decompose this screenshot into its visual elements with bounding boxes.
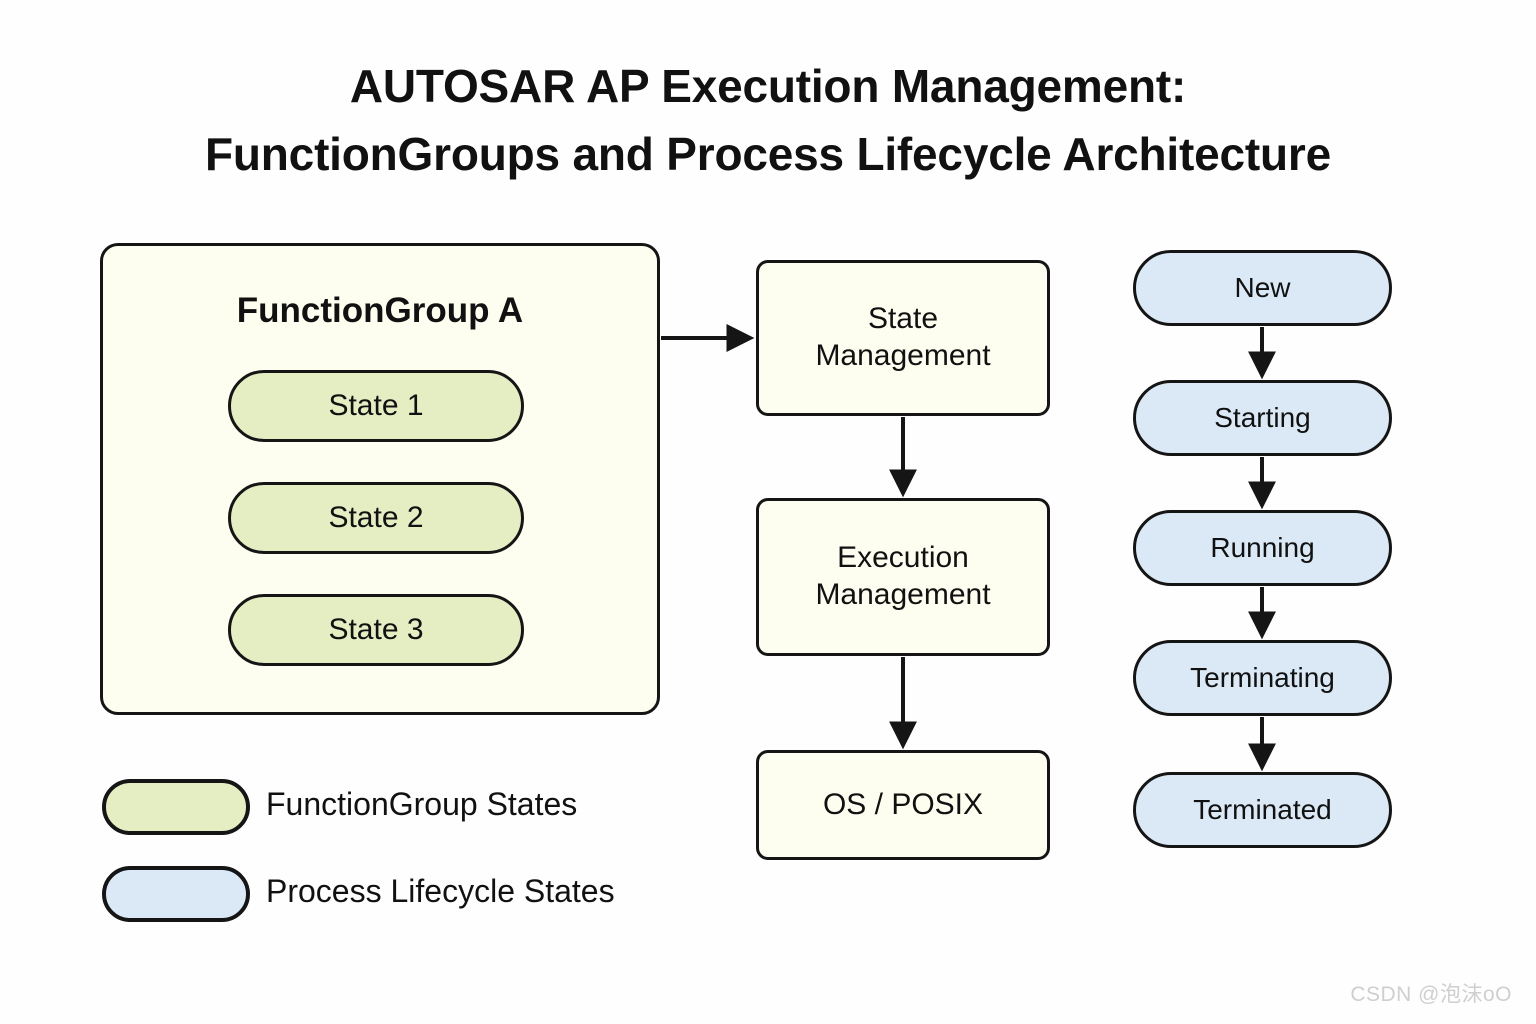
- lifecycle-state-starting[interactable]: Starting: [1133, 380, 1392, 456]
- function-group-state-1[interactable]: State 1: [228, 370, 524, 442]
- lifecycle-state-new[interactable]: New: [1133, 250, 1392, 326]
- legend-swatch-process-lifecycle-states: [102, 866, 250, 922]
- lifecycle-state-terminating[interactable]: Terminating: [1133, 640, 1392, 716]
- function-group-state-2[interactable]: State 2: [228, 482, 524, 554]
- watermark: CSDN @泡沫oO: [1350, 983, 1512, 1006]
- legend-swatch-functiongroup-states: [102, 779, 250, 835]
- page-title: AUTOSAR AP Execution Management: Functio…: [0, 52, 1536, 188]
- execution-management-label: Execution Management: [815, 541, 991, 611]
- legend-label-functiongroup-states: FunctionGroup States: [266, 786, 578, 822]
- function-group-title: FunctionGroup A: [236, 291, 524, 330]
- state-management-label: State Management: [815, 302, 991, 372]
- lifecycle-state-terminated[interactable]: Terminated: [1133, 772, 1392, 848]
- function-group-state-3[interactable]: State 3: [228, 594, 524, 666]
- os-posix-box[interactable]: OS / POSIX: [756, 750, 1050, 860]
- lifecycle-state-running[interactable]: Running: [1133, 510, 1392, 586]
- legend-label-process-lifecycle-states: Process Lifecycle States: [266, 873, 615, 909]
- state-management-box[interactable]: State Management: [756, 260, 1050, 416]
- title-line-2: FunctionGroups and Process Lifecycle Arc…: [204, 128, 1331, 181]
- title-line-1: AUTOSAR AP Execution Management:: [349, 60, 1187, 112]
- execution-management-box[interactable]: Execution Management: [756, 498, 1050, 656]
